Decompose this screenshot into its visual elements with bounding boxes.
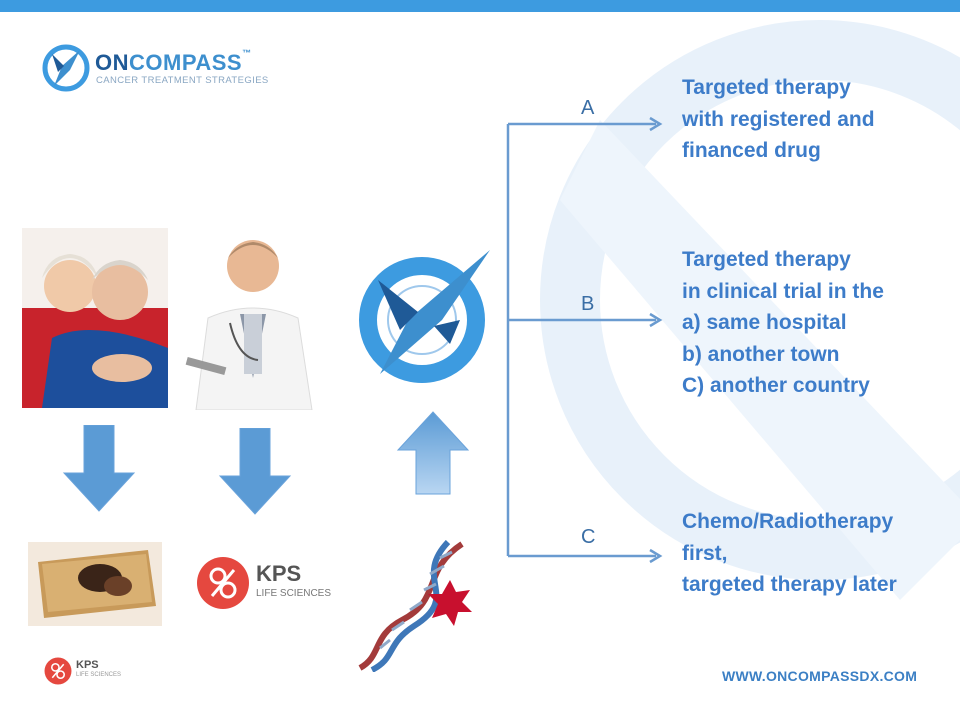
logo-wordmark: ONCOMPASS™ xyxy=(95,48,252,76)
kps-footer-name: KPS xyxy=(76,659,99,671)
compass-logo-icon xyxy=(42,44,90,92)
tissue-sample-image xyxy=(28,542,162,626)
down-arrow-2 xyxy=(218,428,292,515)
outcome-b-line: C) another country xyxy=(682,374,870,397)
dna-helix-image xyxy=(358,540,472,672)
kps-footer-subtitle: LIFE SCIENCES xyxy=(76,672,122,678)
logo-tagline: CANCER TREATMENT STRATEGIES xyxy=(96,75,269,86)
outcome-c-line: first, xyxy=(682,541,728,565)
outcome-a-line: with registered and xyxy=(682,107,875,131)
kps-footer-logo: KPS LIFE SCIENCES xyxy=(44,655,134,689)
outcome-b-line: in clinical trial in the xyxy=(682,279,884,303)
outcome-b-line: b) another town xyxy=(682,342,840,366)
kps-subtitle: LIFE SCIENCES xyxy=(256,588,332,599)
outcome-c-line: Chemo/Radiotherapy xyxy=(682,510,894,533)
branch-label-a: A xyxy=(581,97,595,119)
outcome-a-line: Targeted therapy xyxy=(682,76,851,99)
outcome-a-line: financed drug xyxy=(682,139,821,162)
up-arrow xyxy=(396,411,470,495)
branch-label-b: B xyxy=(581,293,595,315)
outcome-c-line: targeted therapy later xyxy=(682,573,897,596)
outcome-b-line: Targeted therapy xyxy=(682,248,851,271)
logo-suffix: COMPASS xyxy=(129,50,243,75)
kps-footer-icon xyxy=(44,657,72,685)
kps-logo-icon xyxy=(197,557,249,609)
patients-photo xyxy=(22,228,168,408)
down-arrow-1 xyxy=(62,425,136,512)
outcome-b-line: a) same hospital xyxy=(682,311,847,334)
outcome-a: Targeted therapy with registered and fin… xyxy=(682,72,875,167)
logo-prefix: ON xyxy=(95,50,129,75)
kps-logo: KPS LIFE SCIENCES xyxy=(196,555,346,611)
oncompass-logo: ONCOMPASS™ CANCER TREATMENT STRATEGIES xyxy=(40,40,300,100)
logo-trademark: ™ xyxy=(242,48,252,58)
top-accent-bar xyxy=(0,0,960,12)
branch-label-c: C xyxy=(581,526,596,548)
outcome-b: Targeted therapy in clinical trial in th… xyxy=(682,244,884,402)
kps-name: KPS xyxy=(256,561,302,586)
outcome-c: Chemo/Radiotherapy first, targeted thera… xyxy=(682,506,897,601)
doctor-photo xyxy=(178,228,328,410)
oncompass-symbol-icon xyxy=(359,250,490,383)
footer-website: WWW.ONCOMPASSDX.COM xyxy=(722,668,918,684)
